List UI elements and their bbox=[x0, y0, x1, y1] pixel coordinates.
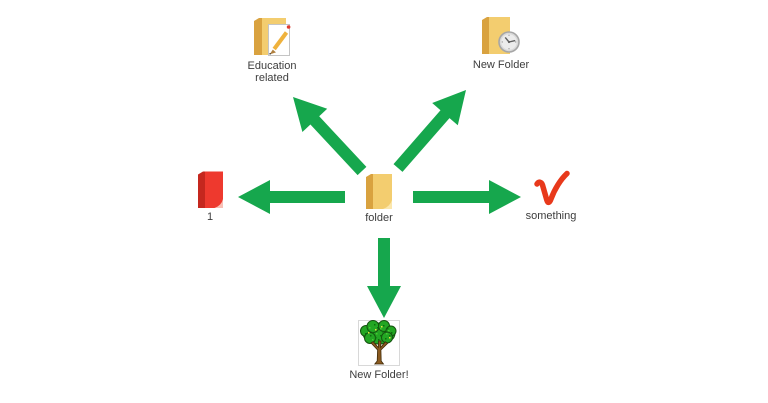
desktop-icon-new-folder-tree[interactable]: New Folder! bbox=[337, 320, 421, 381]
icon-label-education-related: Education related bbox=[247, 60, 297, 84]
desktop-icon-folder[interactable]: folder bbox=[337, 173, 421, 224]
red-checkmark-icon bbox=[534, 170, 570, 206]
icon-label-new-folder-tree: New Folder! bbox=[349, 369, 409, 381]
desktop-icon-something[interactable]: something bbox=[509, 170, 593, 222]
pixel-tree-icon bbox=[358, 320, 400, 366]
folder-with-document-pencil-icon bbox=[253, 18, 290, 56]
arrow-center-to-left bbox=[238, 180, 345, 214]
desktop-icon-new-folder[interactable]: New Folder bbox=[459, 16, 543, 71]
arrow-center-to-right bbox=[413, 180, 521, 214]
icon-label-something: something bbox=[525, 210, 577, 222]
arrow-center-to-top-right bbox=[393, 90, 466, 172]
desktop-icon-1[interactable]: 1 bbox=[168, 170, 252, 223]
arrow-center-to-bottom bbox=[367, 238, 401, 318]
icon-label-folder: folder bbox=[365, 212, 393, 224]
arrow-center-to-top-left bbox=[293, 97, 367, 176]
yellow-folder-icon bbox=[366, 174, 392, 209]
folder-with-clock-icon bbox=[482, 17, 520, 54]
icon-label-new-folder: New Folder bbox=[472, 59, 530, 71]
icon-label-1: 1 bbox=[206, 211, 214, 223]
red-folder-icon bbox=[197, 171, 223, 208]
desktop-icon-education-related[interactable]: Education related bbox=[230, 16, 314, 84]
